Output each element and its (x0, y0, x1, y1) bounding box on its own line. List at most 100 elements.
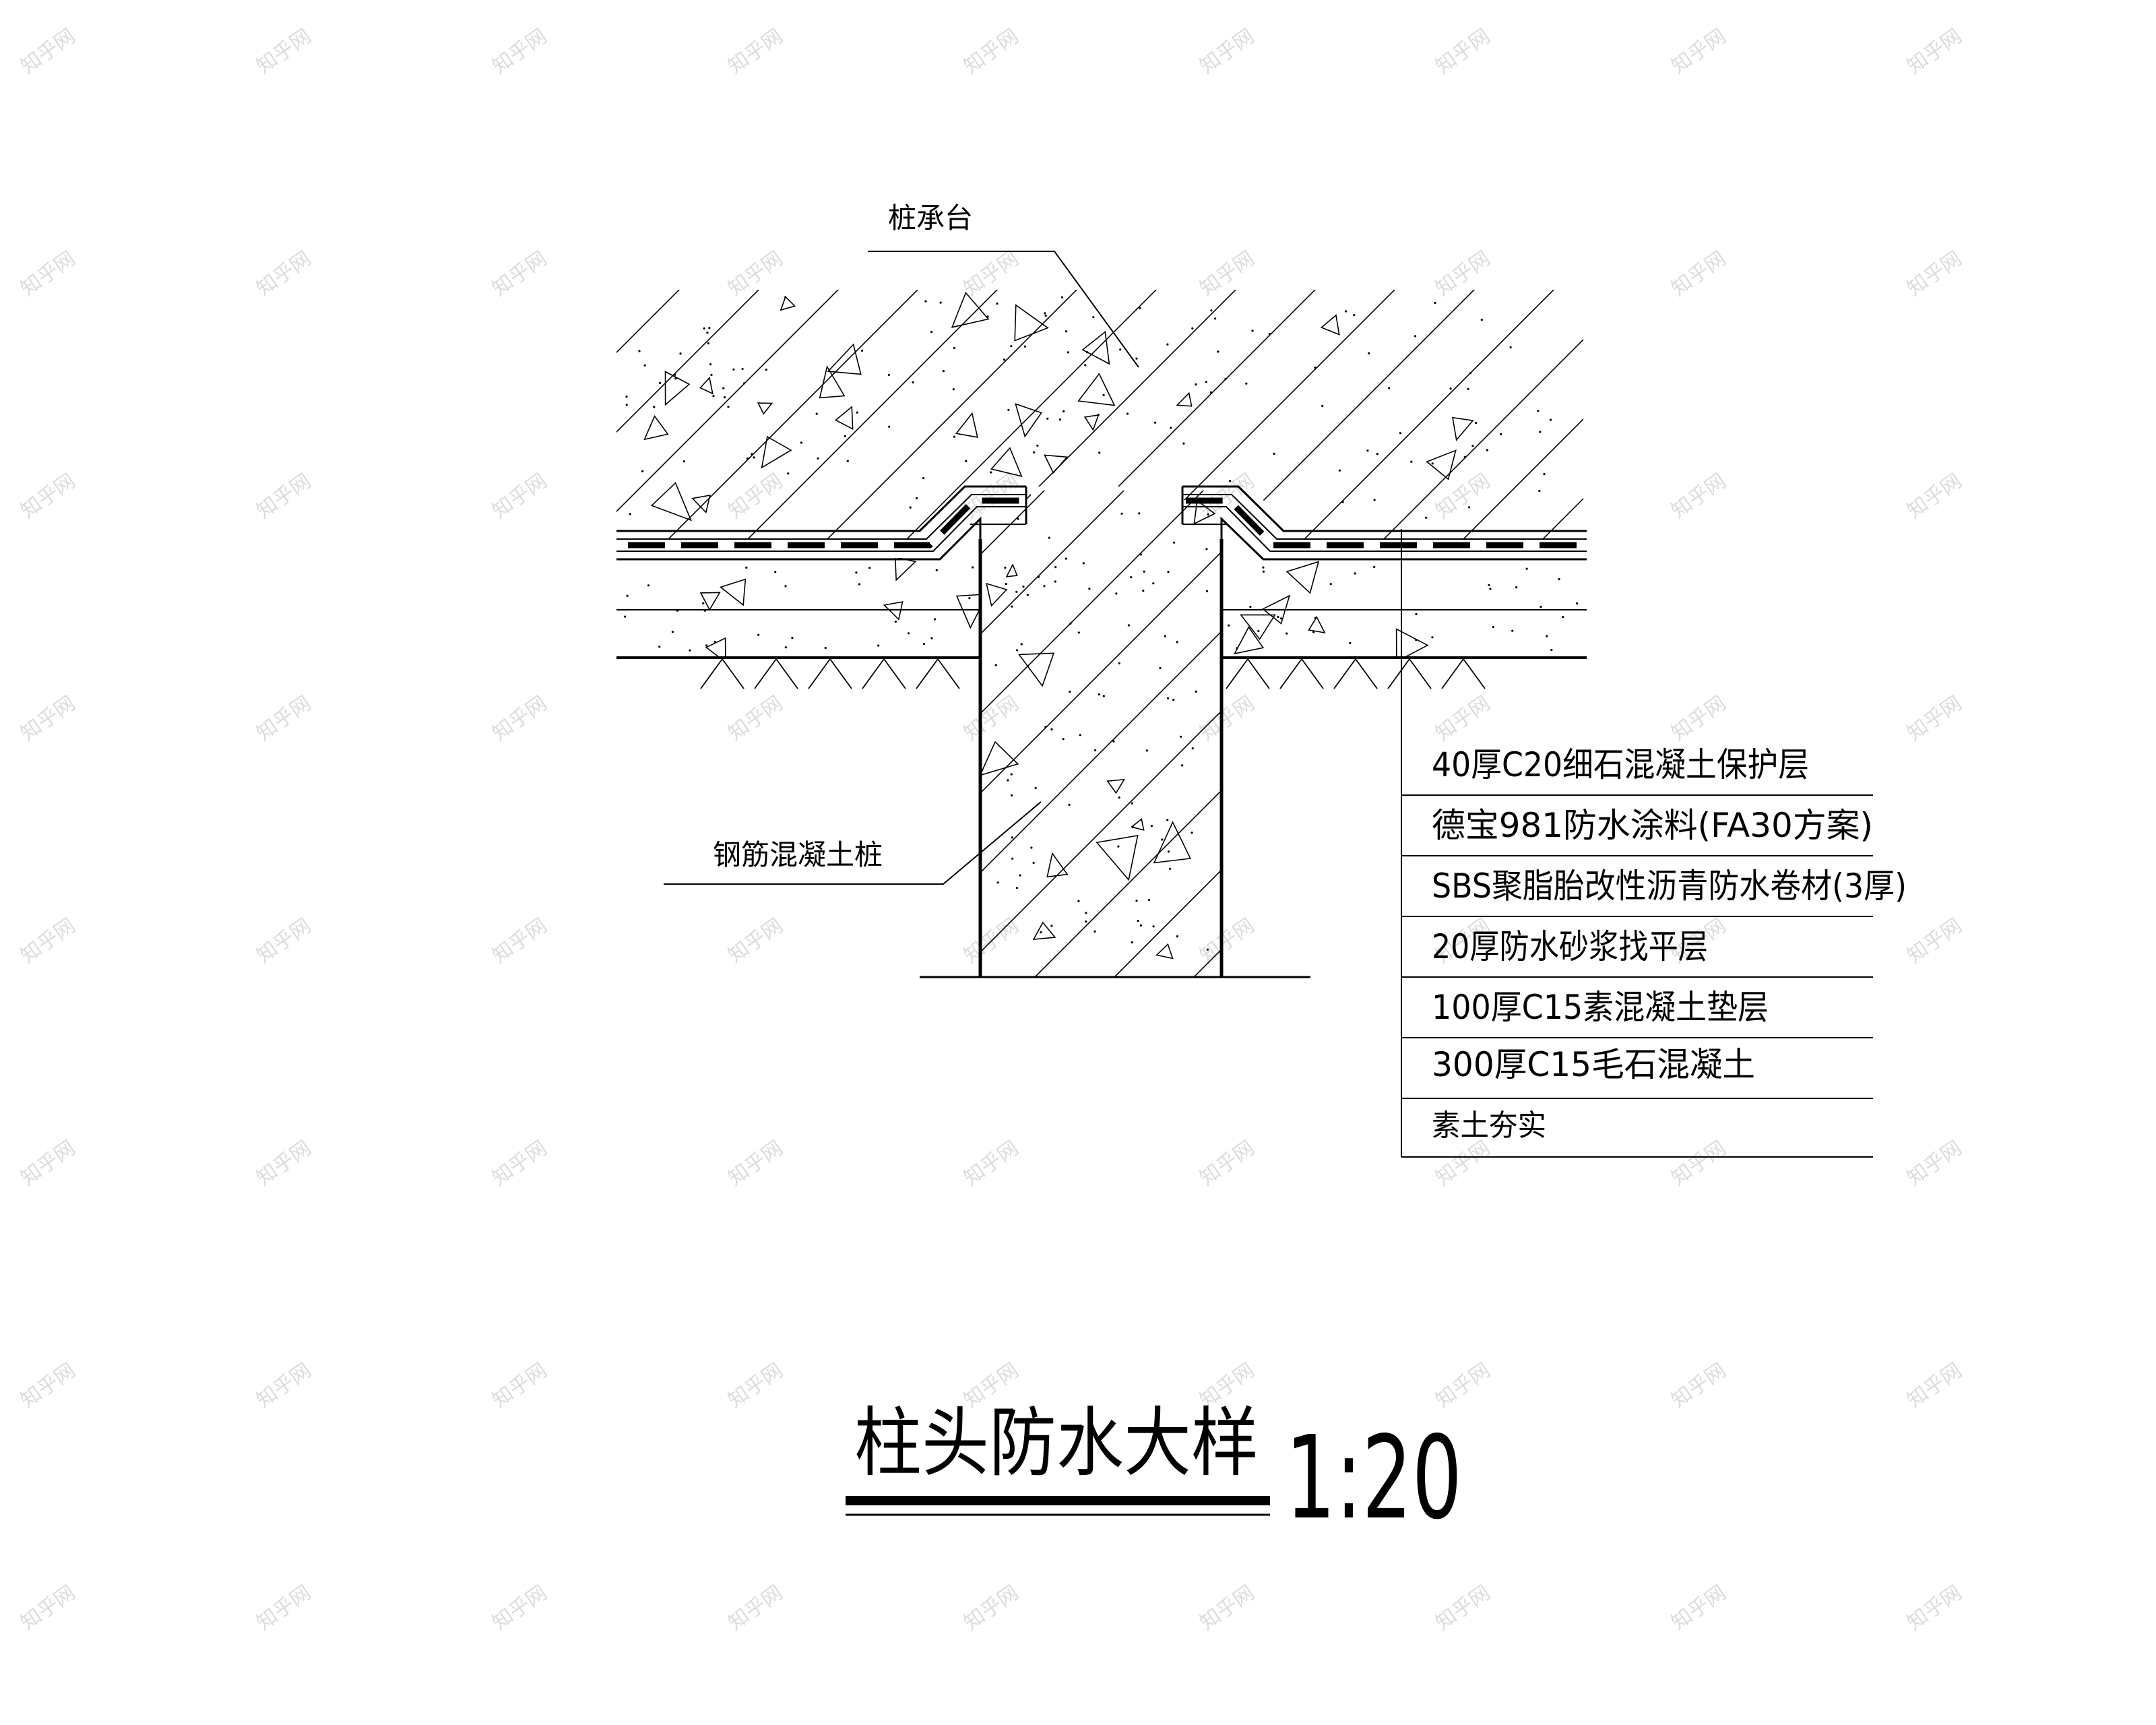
aggregate-dot (800, 441, 802, 444)
aggregate-dot (877, 644, 880, 647)
aggregate-dot (1097, 414, 1100, 416)
aggregate-dot (1079, 734, 1081, 736)
aggregate-dot (1488, 584, 1490, 586)
aggregate-dot (1314, 617, 1317, 619)
aggregate-dot (1145, 749, 1149, 752)
aggregate-dot (990, 471, 992, 474)
aggregate-dot (1147, 899, 1150, 902)
hatch-line (820, 290, 1084, 539)
aggregate-dot (705, 644, 708, 647)
aggregate-dot (1262, 566, 1265, 569)
layer-label: 素土夯实 (1432, 1108, 1546, 1143)
title-underline-thick (846, 1496, 1270, 1505)
aggregate-dot (824, 647, 827, 650)
aggregate-dot (1181, 764, 1184, 767)
aggregate-dot (1191, 747, 1194, 750)
watermark-text: 知乎网 (253, 691, 316, 745)
aggregate-dot (1152, 582, 1155, 585)
aggregate-dot (1138, 512, 1141, 515)
aggregate-triangle (1014, 304, 1049, 342)
aggregate-dot (858, 583, 861, 586)
aggregate-dot (1353, 314, 1356, 317)
aggregate-dot (1033, 451, 1036, 453)
waterproof-layers-left (616, 485, 1027, 561)
aggregate-dot (1102, 394, 1105, 397)
aggregate-dot (1500, 433, 1502, 436)
aggregate-dot (1173, 541, 1176, 544)
aggregate-dot (968, 597, 971, 600)
hatch-line (344, 283, 606, 546)
aggregate-dot (1415, 639, 1418, 641)
aggregate-triangle (1096, 835, 1139, 881)
watermark-text: 知乎网 (1668, 24, 1731, 78)
aggregate-dot (1538, 489, 1541, 493)
aggregate-dot (709, 363, 712, 366)
aggregate-dot (1434, 302, 1436, 305)
aggregate-dot (1167, 850, 1170, 853)
earth-tick (1463, 658, 1486, 689)
aggregate-dot (1414, 335, 1417, 338)
aggregate-dot (653, 406, 656, 408)
aggregate-dot (1344, 310, 1348, 313)
watermark-text: 知乎网 (253, 1581, 316, 1635)
aggregate-dot (712, 395, 715, 398)
aggregate-dot (1463, 456, 1466, 458)
watermark-text: 知乎网 (488, 691, 552, 745)
aggregate-dot (1399, 432, 1401, 435)
watermark-text: 知乎网 (1196, 24, 1259, 78)
aggregate-dot (1094, 749, 1097, 752)
aggregate-dot (1549, 418, 1552, 421)
aggregate-triangle (780, 296, 796, 311)
watermark-text: 知乎网 (1903, 914, 1967, 968)
aggregate-dot (1015, 887, 1018, 889)
aggregate-dot (1329, 583, 1332, 586)
aggregate-dot (708, 327, 711, 330)
aggregate-dot (1117, 845, 1120, 848)
aggregate-dot (1118, 796, 1120, 799)
title-scale: 1:20 (1286, 1412, 1462, 1545)
aggregate-triangle (1032, 921, 1056, 941)
watermark-text: 知乎网 (1668, 1136, 1731, 1190)
aggregate-dot (1550, 648, 1553, 652)
aggregate-dot (1020, 643, 1023, 646)
watermark-text: 知乎网 (724, 914, 788, 968)
layer-label: SBS聚脂胎改性沥青防水卷材(3厚) (1432, 867, 1907, 906)
aggregate-dot (1143, 570, 1145, 573)
aggregate-dot (1262, 570, 1265, 573)
aggregate-triangle (1077, 373, 1116, 406)
watermark-text: 知乎网 (1668, 469, 1731, 523)
aggregate-dot (641, 470, 644, 473)
aggregate-dot (912, 381, 914, 384)
aggregate-dot (1486, 449, 1488, 451)
aggregate-dot (1037, 575, 1040, 578)
watermark-text: 知乎网 (253, 914, 316, 968)
hatch-line (1034, 789, 1222, 977)
aggregate-dot (724, 396, 726, 399)
watermark-text: 知乎网 (1432, 24, 1495, 78)
aggregate-dot (994, 664, 997, 666)
aggregate-dot (935, 569, 938, 571)
aggregate-dot (1205, 548, 1208, 551)
aggregate-dot (1139, 924, 1142, 927)
aggregate-dot (1236, 647, 1238, 650)
aggregate-dot (1159, 667, 1162, 670)
aggregate-triangle (650, 482, 692, 522)
aggregate-triangle (1155, 943, 1174, 960)
aggregate-dot (1098, 693, 1100, 696)
aggregate-dot (1084, 364, 1087, 367)
aggregate-dot (953, 435, 956, 438)
watermark-text: 知乎网 (17, 1581, 80, 1635)
earth-tick (1355, 658, 1378, 689)
earth-tick (1441, 658, 1464, 689)
aggregate-dot (1277, 616, 1279, 619)
aggregate-dot (1558, 578, 1560, 581)
layer-label: 100厚C15素混凝土垫层 (1432, 988, 1769, 1027)
aggregate-dot (1449, 387, 1452, 390)
aggregate-dot (1431, 462, 1434, 465)
watermark-text: 知乎网 (17, 469, 80, 523)
watermark-text: 知乎网 (724, 1136, 788, 1190)
aggregate-dot (1184, 509, 1187, 513)
watermark-text: 知乎网 (1432, 247, 1495, 301)
aggregate-triangle (955, 412, 978, 438)
aggregate-dot (1050, 728, 1053, 730)
